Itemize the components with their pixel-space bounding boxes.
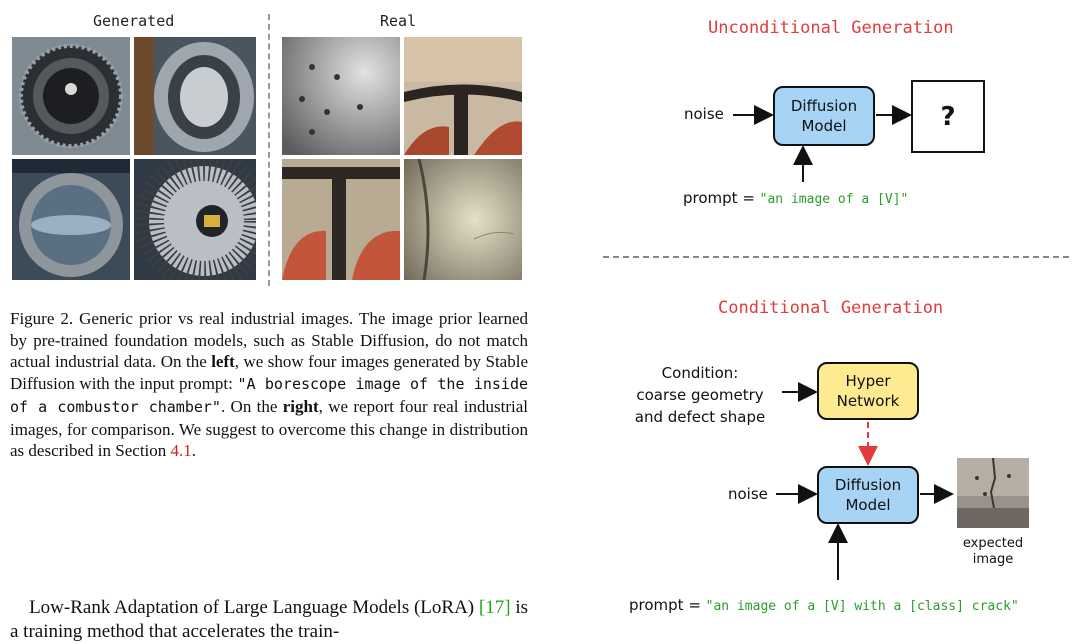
generated-header: Generated bbox=[93, 12, 175, 30]
real-image-3 bbox=[282, 159, 400, 280]
caption-text-1: Figure 2. Generic prior vs real industri… bbox=[10, 309, 528, 372]
section-ref-link[interactable]: 4.1 bbox=[170, 441, 192, 461]
figure-caption: Figure 2. Generic prior vs real industri… bbox=[10, 308, 528, 462]
cond-noise-label: noise bbox=[728, 485, 768, 503]
generated-image-1 bbox=[12, 37, 130, 155]
cond-model-line1: Diffusion bbox=[834, 476, 902, 494]
uncond-noise-label: noise bbox=[684, 105, 724, 123]
citation-link[interactable]: [17] bbox=[478, 597, 511, 618]
caption-prompt-code: "A borescope image of the inside of a co… bbox=[10, 375, 529, 416]
condition-line2: coarse geometry bbox=[636, 386, 764, 404]
generated-image-3 bbox=[12, 159, 130, 280]
uncond-prompt-label: prompt = bbox=[683, 189, 760, 207]
unknown-output: ? bbox=[940, 101, 956, 132]
conditional-title: Conditional Generation bbox=[718, 298, 944, 318]
caption-text-3: . On the bbox=[220, 396, 283, 416]
unconditional-title: Unconditional Generation bbox=[708, 18, 954, 38]
uncond-output-box: ? bbox=[911, 80, 985, 153]
expected-line2: image bbox=[972, 552, 1014, 567]
cond-prompt: prompt = "an image of a [V] with a [clas… bbox=[629, 596, 1019, 614]
uncond-prompt-value: "an image of a [V]" bbox=[759, 192, 909, 207]
grid-divider bbox=[268, 14, 270, 286]
body-paragraph: Low-Rank Adaptation of Large Language Mo… bbox=[10, 596, 528, 644]
uncond-prompt: prompt = "an image of a [V]" bbox=[683, 189, 908, 207]
real-image-2 bbox=[404, 37, 522, 155]
real-image-1 bbox=[282, 37, 400, 155]
expected-image-label: expected image bbox=[950, 536, 1036, 568]
section-divider bbox=[603, 256, 1069, 258]
condition-label: Condition: coarse geometry and defect sh… bbox=[620, 362, 780, 428]
hyper-line2: Network bbox=[836, 392, 900, 410]
cond-prompt-label: prompt = bbox=[629, 596, 706, 614]
cond-prompt-value: "an image of a [V] with a [class] crack" bbox=[705, 599, 1019, 614]
real-image-4 bbox=[404, 159, 522, 280]
caption-text-4: , we report four real industrial images,… bbox=[10, 396, 528, 461]
hyper-line1: Hyper bbox=[845, 372, 891, 390]
uncond-model-line2: Model bbox=[801, 117, 847, 135]
body-text-1: Low-Rank Adaptation of Large Language Mo… bbox=[29, 597, 479, 618]
caption-right-emph: right bbox=[282, 396, 319, 416]
expected-image bbox=[957, 458, 1029, 528]
caption-left-emph: left bbox=[211, 352, 235, 372]
caption-text-2: , we show four images generated by Stabl… bbox=[10, 352, 528, 394]
expected-line1: expected bbox=[962, 536, 1024, 551]
generated-image-4 bbox=[134, 159, 256, 280]
condition-line3: and defect shape bbox=[634, 408, 766, 426]
generated-image-2 bbox=[134, 37, 256, 155]
condition-line1: Condition: bbox=[661, 364, 739, 382]
cond-model-line2: Model bbox=[845, 496, 891, 514]
uncond-model-line1: Diffusion bbox=[790, 97, 858, 115]
caption-text-5: . bbox=[191, 441, 197, 461]
real-header: Real bbox=[380, 12, 417, 30]
